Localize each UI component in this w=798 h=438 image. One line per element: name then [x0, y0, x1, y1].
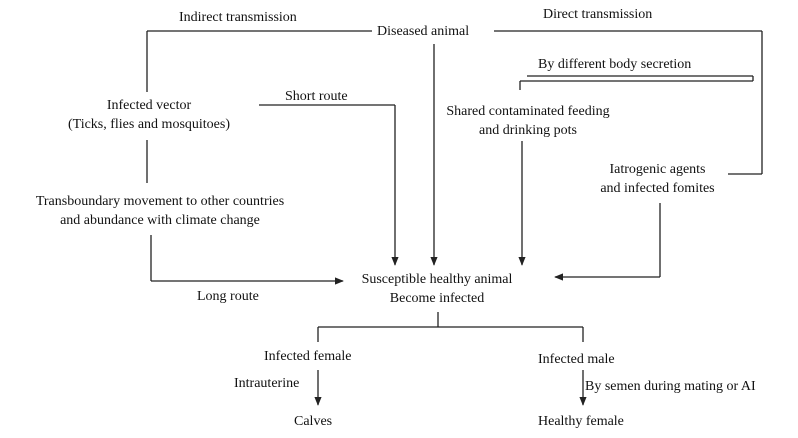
- shared-line1: Shared contaminated feeding: [446, 104, 610, 119]
- infected-vector-node: Infected vector (Ticks, flies and mosqui…: [24, 96, 274, 134]
- healthy-female-node: Healthy female: [538, 414, 624, 429]
- intrauterine-label: Intrauterine: [234, 376, 300, 391]
- body-secretion-label: By different body secretion: [538, 57, 692, 72]
- shared-contaminated-node: Shared contaminated feeding and drinking…: [438, 102, 618, 140]
- infected-male-node: Infected male: [538, 352, 615, 367]
- transboundary-line2: and abundance with climate change: [60, 213, 260, 228]
- calves-node: Calves: [294, 414, 333, 429]
- indirect-transmission-label: Indirect transmission: [179, 10, 297, 25]
- susceptible-line2: Become infected: [389, 291, 485, 306]
- iatrogenic-node: Iatrogenic agents and infected fomites: [575, 160, 740, 198]
- infected-vector-line2: (Ticks, flies and mosquitoes): [67, 117, 231, 132]
- iatrogenic-line2: and infected fomites: [600, 181, 715, 196]
- shared-line2: and drinking pots: [479, 123, 577, 138]
- susceptible-line1: Susceptible healthy animal: [361, 272, 513, 287]
- short-route-label: Short route: [285, 89, 348, 104]
- infected-vector-line1: Infected vector: [106, 98, 192, 113]
- direct-transmission-label: Direct transmission: [543, 7, 653, 22]
- iatrogenic-line1: Iatrogenic agents: [609, 162, 706, 177]
- transboundary-node: Transboundary movement to other countrie…: [4, 192, 316, 230]
- semen-label: By semen during mating or AI: [585, 379, 756, 394]
- long-route-label: Long route: [197, 289, 259, 304]
- diseased-animal-node: Diseased animal: [377, 24, 470, 39]
- transboundary-line1: Transboundary movement to other countrie…: [35, 194, 285, 209]
- susceptible-animal-node: Susceptible healthy animal Become infect…: [337, 270, 537, 308]
- infected-female-node: Infected female: [264, 349, 352, 364]
